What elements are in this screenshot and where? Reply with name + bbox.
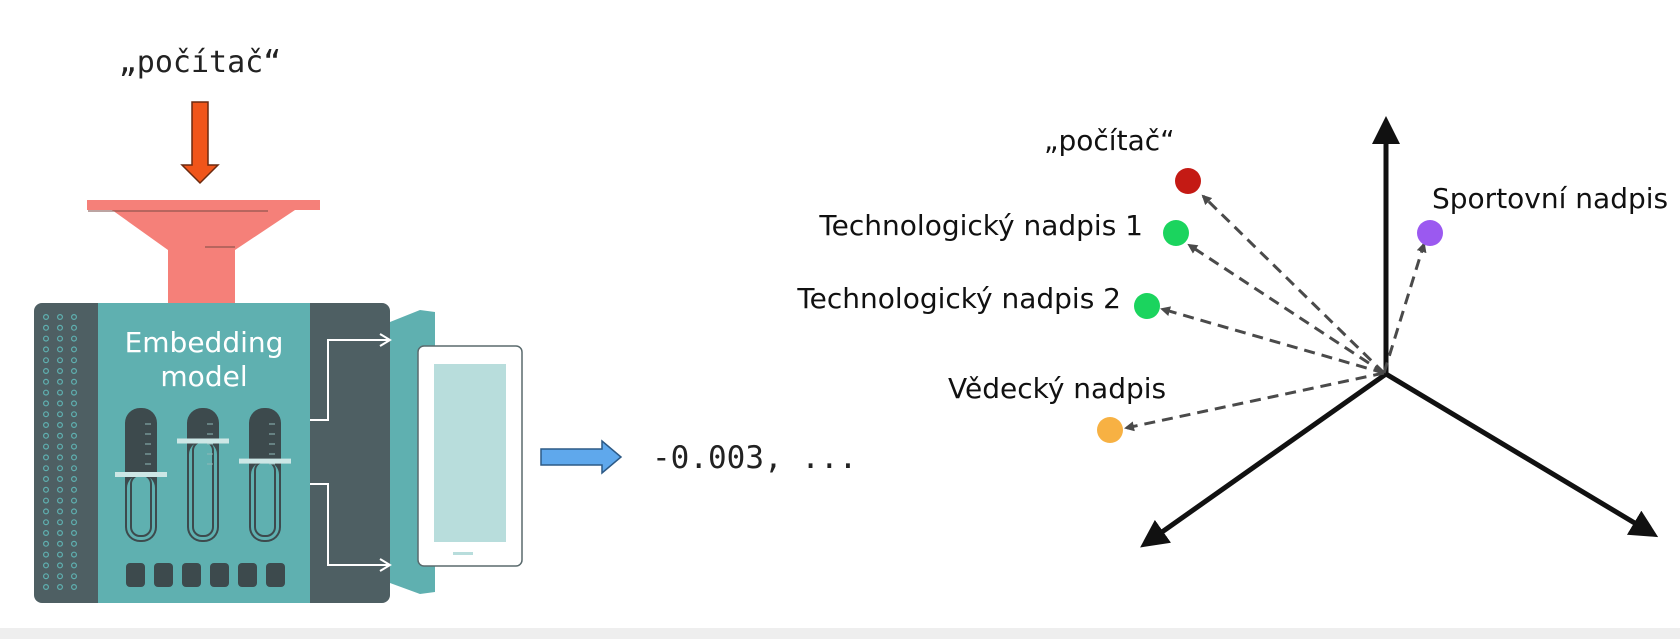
axis-right bbox=[1384, 371, 1659, 538]
axis-left bbox=[1140, 371, 1388, 548]
point-pocitac bbox=[1175, 168, 1201, 194]
input-arrow bbox=[180, 101, 220, 185]
point-vedecky bbox=[1097, 417, 1123, 443]
slider-3 bbox=[239, 408, 291, 542]
model-label-line2: model bbox=[160, 360, 247, 393]
internal-arrows bbox=[310, 333, 392, 572]
slider-1 bbox=[115, 408, 167, 542]
grille-dots bbox=[42, 314, 77, 590]
embedding-model-machine: Embedding model bbox=[34, 200, 523, 603]
label-tech-1: Technologický nadpis 1 bbox=[818, 209, 1143, 242]
vector-vedecky bbox=[1124, 371, 1385, 432]
point-tech-1 bbox=[1163, 220, 1189, 246]
vector-tech-1 bbox=[1187, 243, 1385, 375]
slider-knob bbox=[239, 458, 291, 464]
output-vector-values: -0.003, ... bbox=[652, 440, 857, 476]
button-row bbox=[126, 563, 285, 587]
input-word-label: „počítač“ bbox=[119, 45, 282, 80]
slider-2 bbox=[177, 408, 229, 542]
vector-tech-2 bbox=[1160, 306, 1385, 375]
bottom-band bbox=[0, 628, 1680, 639]
embedding-vectors bbox=[1124, 194, 1427, 432]
label-vedecky: Vědecký nadpis bbox=[948, 372, 1166, 405]
vector-sportovni bbox=[1382, 242, 1427, 374]
label-pocitac: „počítač“ bbox=[1044, 124, 1175, 157]
slider-knob bbox=[115, 472, 167, 477]
funnel bbox=[87, 200, 320, 305]
point-sportovni bbox=[1417, 220, 1443, 246]
coordinate-axes bbox=[1140, 116, 1659, 548]
label-tech-2: Technologický nadpis 2 bbox=[796, 282, 1121, 315]
label-sportovni: Sportovní nadpis bbox=[1432, 182, 1668, 215]
vector-pocitac bbox=[1201, 194, 1386, 375]
output-arrow bbox=[540, 439, 623, 475]
point-tech-2 bbox=[1134, 293, 1160, 319]
slider-knob bbox=[177, 438, 229, 444]
model-label-line1: Embedding bbox=[125, 326, 284, 359]
output-screen bbox=[417, 345, 523, 567]
embedding-space: „počítač“ Technologický nadpis 1 Technol… bbox=[796, 116, 1668, 548]
slider-controls bbox=[115, 408, 291, 542]
